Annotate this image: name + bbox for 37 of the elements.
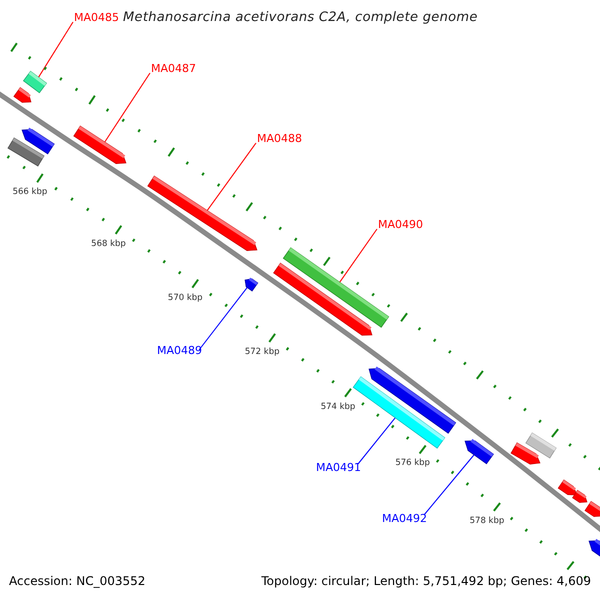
gene-feature (558, 479, 578, 496)
scale-label: 566 kbp (12, 188, 48, 197)
gene-name: MA0487 (151, 62, 196, 75)
scale-label: 578 kbp (468, 516, 506, 526)
gene-feature (572, 490, 588, 503)
gene-feature (244, 278, 258, 292)
scale-label: 568 kbp (90, 240, 127, 248)
leader-line (339, 228, 378, 283)
gene-feature (8, 137, 44, 167)
scale-label: 576 kbp (394, 459, 431, 468)
gene-name: MA0491 (316, 461, 362, 474)
leader-line (104, 72, 150, 142)
genome-summary-text: Topology: circular; Length: 5,751,492 bp; Genes: 4,609 (261, 575, 591, 587)
leader-line (198, 287, 248, 350)
scale-label: 572 kbp (244, 348, 280, 356)
leader-line (424, 454, 474, 516)
gene-feature (22, 70, 48, 94)
gene-feature (147, 176, 258, 251)
gene-feature (273, 262, 372, 336)
scale-label: 570 kbp (166, 294, 204, 302)
gene-name: MA0488 (257, 132, 302, 145)
gene-feature (13, 87, 32, 103)
gene-feature (73, 126, 126, 164)
gene-feature (464, 438, 494, 464)
accession-text: Accession: NC_003552 (9, 575, 146, 587)
gene-name: MA0492 (382, 512, 428, 525)
leader-line (206, 142, 256, 211)
leader-line (38, 22, 74, 78)
gene-feature (588, 538, 600, 558)
scale-label: 574 kbp (320, 402, 356, 412)
leader-line (358, 417, 396, 464)
gene-name: MA0489 (157, 344, 202, 357)
title: Methanosarcina acetivorans C2A, complete genome (123, 11, 478, 24)
gene-feature (584, 501, 600, 517)
gene-name: MA0485 (74, 11, 120, 24)
gene-feature (510, 442, 540, 464)
gene-name: MA0490 (378, 218, 424, 231)
